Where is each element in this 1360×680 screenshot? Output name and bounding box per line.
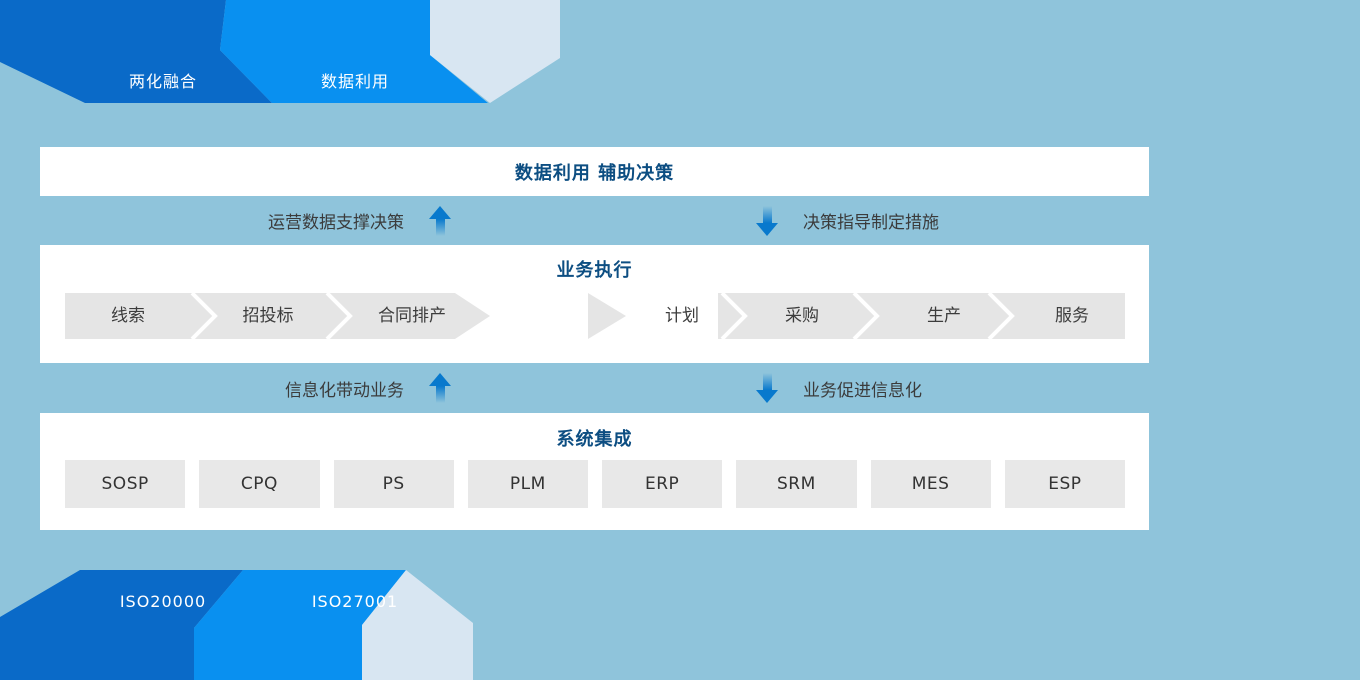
system-box: SOSP [65,460,186,508]
badge-iso20000: ISO20000 [119,592,207,611]
process-flow-bar: 线索 招投标 合同排产 计划 采购 生产 服务 [40,293,1149,339]
badge-iso27001: ISO27001 [311,592,399,611]
integration-panel: 系统集成 SOSP CPQ PS PLM ERP SRM MES ESP [40,413,1149,530]
process-step: 服务 [1055,306,1089,326]
process-step: 线索 [111,306,145,326]
system-box: MES [870,460,991,508]
link-business-promotes-it: 业务促进信息化 [755,363,922,413]
system-box: PS [333,460,454,508]
system-box: SRM [736,460,857,508]
link-label: 业务促进信息化 [803,380,922,401]
process-step: 采购 [785,306,819,326]
up-arrow-icon [428,205,452,236]
link-decision-guides-measures: 决策指导制定措施 [755,196,939,245]
down-arrow-icon [755,205,779,236]
link-label: 信息化带动业务 [285,380,404,401]
system-box-row: SOSP CPQ PS PLM ERP SRM MES ESP [65,460,1125,508]
chevron-bar-left [65,293,490,339]
link-row-decision: 运营数据支撑决策 决策指导制定措施 [40,196,1149,245]
chevron-bar-right [718,293,1125,339]
link-label: 决策指导制定措施 [803,213,939,233]
execution-panel: 业务执行 线索 招投标 合同排产 计划 采购 生 [40,245,1149,363]
tab-lianghua-ronghe[interactable]: 两化融合 [128,72,197,91]
top-ribbon: 两化融合 数据利用 [0,0,560,103]
link-row-integration: 信息化带动业务 业务促进信息化 [40,363,1149,413]
system-box: PLM [467,460,588,508]
chevron-right-icon [588,293,626,339]
bottom-ribbon: ISO20000 ISO27001 [0,570,560,680]
integration-panel-title: 系统集成 [556,429,633,450]
process-step: 计划 [665,306,699,326]
process-step: 生产 [927,306,961,326]
tab-shuju-liyong[interactable]: 数据利用 [320,72,389,91]
process-step: 招投标 [242,306,294,326]
decision-panel-title: 数据利用 辅助决策 [514,162,675,184]
decision-panel: 数据利用 辅助决策 [40,147,1149,196]
link-data-supports-decision: 运营数据支撑决策 [40,196,452,245]
up-arrow-icon [428,373,452,403]
system-box: CPQ [199,460,320,508]
link-it-drives-business: 信息化带动业务 [40,363,452,413]
process-step: 合同排产 [378,306,446,326]
execution-panel-title: 业务执行 [556,260,633,281]
link-label: 运营数据支撑决策 [268,213,404,233]
system-box: ERP [602,460,723,508]
system-box: ESP [1004,460,1125,508]
down-arrow-icon [755,373,779,403]
